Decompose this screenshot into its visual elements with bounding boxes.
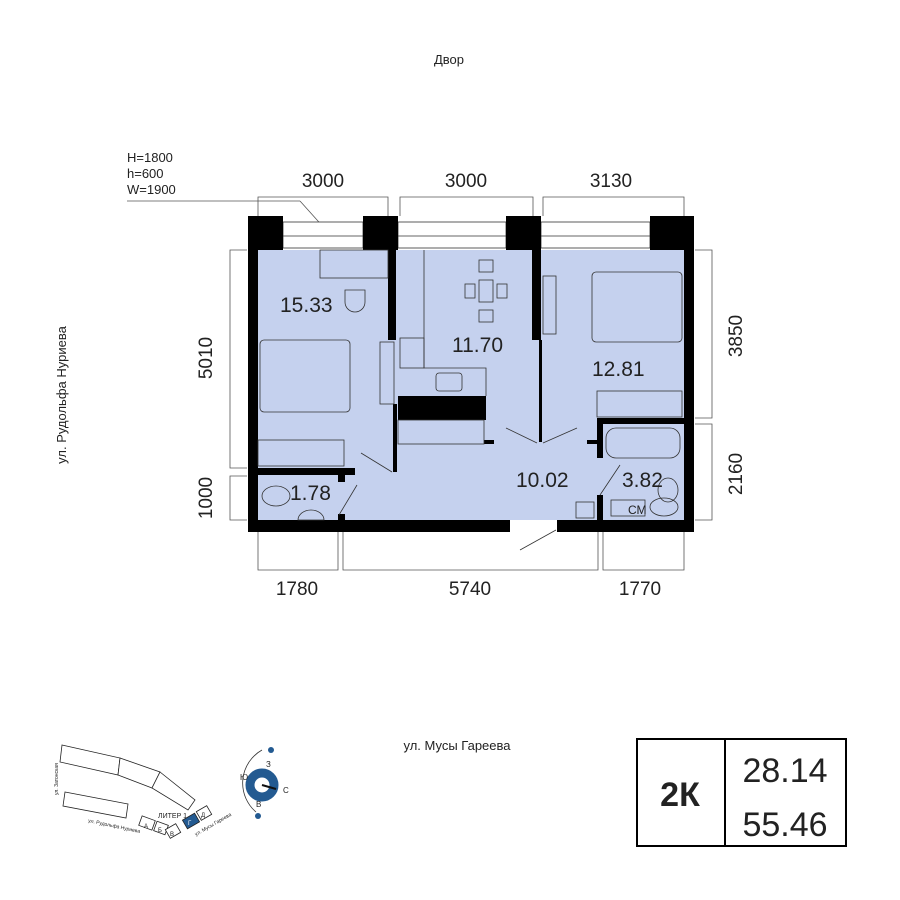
dim-top-2: 3000	[445, 171, 487, 192]
room-area-toilet: 1.78	[290, 482, 331, 505]
compass-west: З	[266, 760, 271, 769]
section-v: В	[170, 832, 174, 838]
site-street-b: ул. Рудольфа Нуриева	[88, 818, 141, 835]
dim-bottom-1: 1780	[276, 579, 318, 600]
windows	[282, 221, 651, 249]
apartment-floor	[258, 250, 684, 520]
window-height: H=1800	[127, 150, 173, 165]
living-area: 28.14	[742, 752, 827, 790]
street-left-label: ул. Рудольфа Нуриева	[54, 325, 69, 463]
yard-label: Двор	[434, 52, 464, 67]
compass-icon	[242, 747, 279, 819]
site-building-label: ЛИТЕР 1	[158, 813, 187, 820]
site-street-a: ул. Затонская	[54, 763, 60, 795]
compass-north: С	[283, 786, 289, 795]
dim-right-1: 3850	[726, 315, 747, 357]
window-sill: h=600	[127, 166, 164, 181]
dim-left-1: 5010	[196, 337, 217, 379]
apartment-type: 2К	[660, 776, 700, 814]
washer-label: СМ	[628, 503, 647, 517]
site-map	[59, 744, 213, 839]
dim-right-2: 2160	[726, 453, 747, 495]
section-g: Г	[188, 821, 192, 827]
room-area-bedroom-1: 15.33	[280, 294, 333, 317]
room-area-bathroom: 3.82	[622, 469, 663, 492]
furniture	[257, 249, 683, 551]
total-area: 55.46	[742, 806, 827, 844]
street-bottom-label: ул. Мусы Гареева	[403, 738, 511, 753]
dim-top-1: 3000	[302, 171, 344, 192]
room-area-hallway: 10.02	[516, 469, 569, 492]
compass-south: Ю	[240, 773, 248, 782]
section-d: Д	[201, 813, 205, 819]
dim-left-2: 1000	[196, 477, 217, 519]
window-width: W=1900	[127, 182, 176, 197]
section-b: Б	[158, 828, 162, 834]
room-area-kitchen: 11.70	[452, 334, 503, 357]
dim-bottom-3: 1770	[619, 579, 661, 600]
room-area-bedroom-2: 12.81	[592, 358, 645, 381]
dim-top-3: 3130	[590, 171, 632, 192]
compass-east: В	[256, 800, 261, 809]
section-a: А	[144, 824, 148, 830]
summary-box	[636, 738, 847, 847]
walls	[248, 216, 694, 532]
dimension-lines	[127, 196, 713, 571]
dim-bottom-2: 5740	[449, 579, 491, 600]
